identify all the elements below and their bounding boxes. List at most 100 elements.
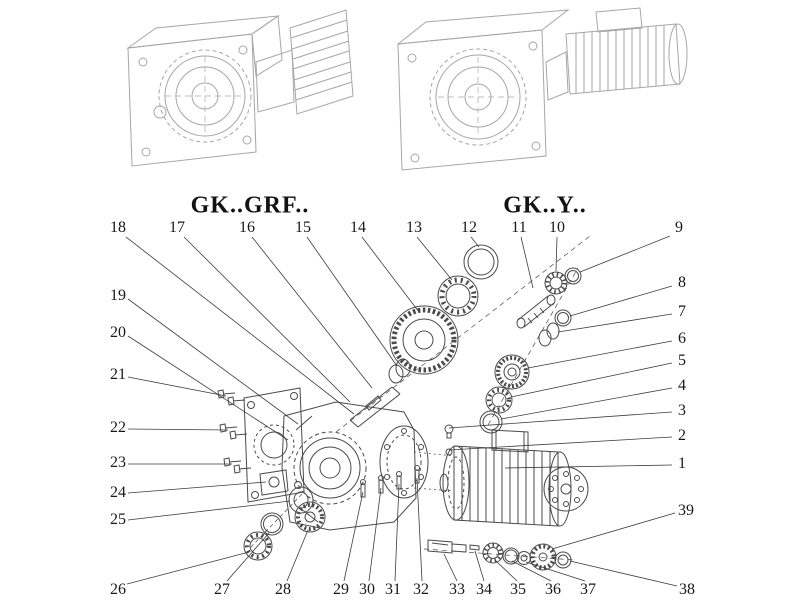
lower-ring	[260, 512, 284, 536]
part-number-11: 11	[511, 219, 527, 236]
leader-line-25	[127, 500, 291, 521]
intermediate-gear	[494, 354, 530, 390]
leader-line-4	[500, 387, 673, 420]
part-number-28: 28	[275, 581, 291, 598]
part-number-37: 37	[580, 581, 596, 598]
gearbox-y-assembled-view	[396, 7, 688, 171]
part-number-30: 30	[359, 581, 375, 598]
electric-motor	[439, 429, 589, 527]
part-number-5: 5	[678, 352, 686, 369]
leader-line-15	[306, 236, 398, 367]
leader-line-35	[494, 559, 518, 582]
part-number-4: 4	[678, 377, 686, 394]
part-number-3: 3	[678, 402, 686, 419]
part-number-38: 38	[679, 581, 695, 598]
input-bearing	[544, 271, 568, 295]
part-number-22: 22	[110, 419, 126, 436]
leader-line-18	[125, 236, 355, 415]
intermediate-bearing	[485, 386, 513, 414]
leader-line-26	[126, 551, 250, 585]
main-axis-centerline	[335, 235, 591, 433]
part-number-10: 10	[549, 219, 565, 236]
part-number-27: 27	[214, 581, 230, 598]
output-gear	[389, 305, 459, 375]
leader-line-39	[551, 512, 676, 550]
part-number-35: 35	[510, 581, 526, 598]
leader-line-24	[127, 481, 267, 494]
inspection-cover	[259, 469, 289, 496]
motor-shaft-kit	[427, 539, 572, 571]
leader-line-6	[527, 340, 673, 369]
leader-line-11	[520, 236, 534, 289]
leader-line-17	[183, 236, 351, 403]
snap-ring-9	[564, 267, 582, 285]
part-number-15: 15	[295, 219, 311, 236]
part-number-9: 9	[675, 219, 683, 236]
leader-line-10	[555, 236, 558, 272]
leader-line-32	[416, 477, 423, 582]
part-number-26: 26	[110, 581, 126, 598]
mounting-flange-plate	[243, 387, 305, 503]
leader-line-1	[504, 464, 673, 469]
part-number-21: 21	[110, 366, 126, 383]
leader-line-3	[448, 411, 673, 429]
leader-line-22	[127, 428, 229, 431]
leader-line-29	[343, 491, 364, 582]
part-number-8: 8	[678, 274, 686, 291]
variant-title-grf: GK..GRF..	[190, 192, 310, 219]
variant-title-y: GK..Y..	[503, 192, 587, 219]
breather-plug	[444, 424, 454, 439]
leader-line-38	[569, 560, 678, 587]
leader-lines	[125, 235, 678, 587]
input-axis-centerline	[487, 267, 579, 426]
lower-gear	[294, 501, 326, 533]
leader-line-2	[448, 436, 673, 451]
output-bearing	[437, 275, 479, 317]
leader-line-9	[579, 235, 671, 273]
part-number-18: 18	[110, 219, 126, 236]
leader-line-20	[127, 335, 289, 441]
leader-line-19	[127, 298, 299, 425]
leader-line-37	[525, 561, 586, 582]
lower-left-axis-centerline	[249, 493, 303, 549]
part-number-13: 13	[406, 219, 422, 236]
retaining-ring-top	[463, 244, 499, 280]
part-number-20: 20	[110, 324, 126, 341]
retaining-ring-4	[479, 410, 503, 434]
bottom-axis-centerline	[423, 548, 575, 561]
leader-line-30	[368, 487, 382, 582]
leader-line-21	[127, 376, 227, 397]
leader-line-31	[394, 483, 400, 582]
part-number-23: 23	[110, 454, 126, 471]
part-number-39: 39	[678, 502, 694, 519]
leader-line-36	[511, 560, 552, 582]
gearbox-grf-assembled-view	[126, 9, 354, 167]
part-number-6: 6	[678, 330, 686, 347]
part-number-32: 32	[413, 581, 429, 598]
leader-line-14	[361, 236, 420, 313]
mounting-studs	[360, 465, 420, 498]
leader-line-27	[226, 532, 270, 582]
part-number-14: 14	[350, 219, 366, 236]
leader-line-16	[251, 236, 373, 389]
part-number-29: 29	[333, 581, 349, 598]
part-number-33: 33	[449, 581, 465, 598]
leader-line-8	[569, 285, 673, 317]
flange-bolts	[217, 389, 252, 474]
lower-bearing	[243, 531, 273, 561]
leader-line-12	[470, 236, 480, 248]
part-number-31: 31	[385, 581, 401, 598]
output-shaft	[349, 386, 401, 428]
leader-line-7	[557, 313, 673, 333]
part-number-12: 12	[461, 219, 477, 236]
part-number-7: 7	[678, 303, 686, 320]
leader-line-13	[416, 236, 453, 281]
part-number-24: 24	[110, 484, 126, 501]
part-number-19: 19	[110, 287, 126, 304]
coupling-sleeve	[538, 322, 560, 347]
part-number-34: 34	[476, 581, 492, 598]
part-number-2: 2	[678, 427, 686, 444]
leader-line-5	[510, 362, 673, 398]
part-number-36: 36	[545, 581, 561, 598]
